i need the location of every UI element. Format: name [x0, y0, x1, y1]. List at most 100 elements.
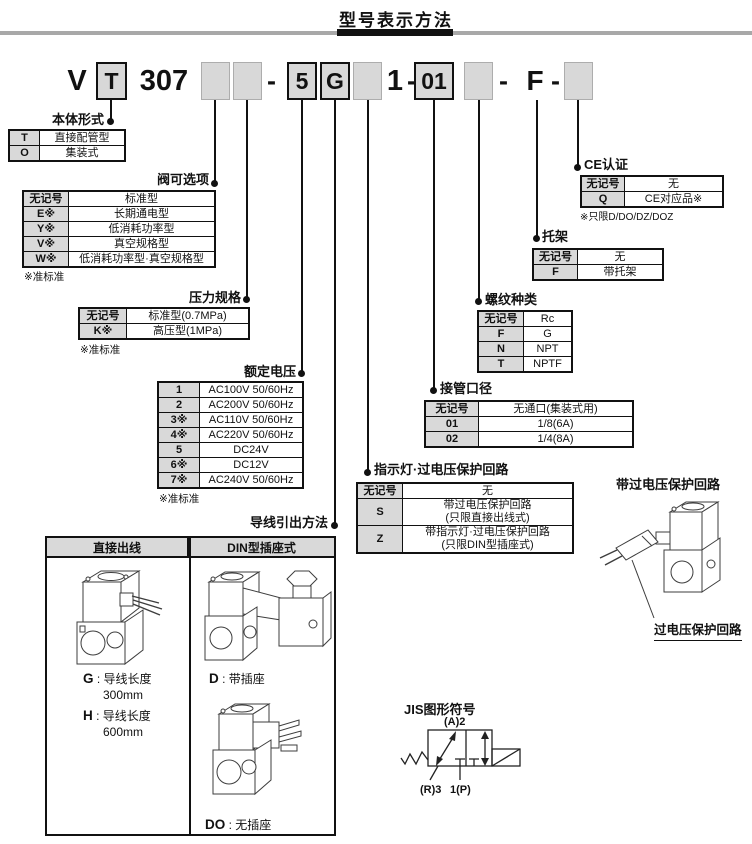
jis-valve-symbol: (A)2 (R)3 1(P): [400, 716, 521, 796]
code-cell: 7※: [159, 473, 200, 487]
connector-dot: [298, 370, 305, 377]
code-cell: T: [10, 131, 40, 145]
column-header-din-socket: DIN型插座式: [189, 538, 334, 558]
description-cell: 无: [614, 250, 626, 263]
model-dash: -: [551, 65, 560, 96]
connector-dot: [211, 180, 218, 187]
description-cell: Rc: [540, 312, 555, 325]
connector-line: [577, 100, 579, 168]
connector-line: [301, 100, 303, 374]
description-cell: 低消耗功率型·真空规格型: [79, 252, 204, 265]
table-row: 无记号无: [582, 177, 722, 191]
table-row: 3※AC110V 50/60Hz: [159, 412, 302, 427]
connector-dot: [475, 298, 482, 305]
code-cell: Q: [582, 192, 625, 206]
table-row: 无记号标准型(0.7MPa): [80, 309, 248, 323]
model-letter-bracket: F: [526, 65, 544, 96]
table-row: 6※DC12V: [159, 457, 302, 472]
label-thread: 螺纹种类: [485, 292, 538, 307]
code-do: DO: [205, 817, 226, 832]
code-cell: 无记号: [479, 312, 524, 326]
connector-line: [334, 100, 336, 526]
note-semi-standard: ※准标准: [159, 493, 200, 505]
table-row: T 直接配管型: [10, 131, 124, 145]
model-box-valve-option: [201, 62, 230, 100]
code-d: D: [209, 671, 219, 686]
description-cell: AC240V 50/60Hz: [208, 473, 294, 486]
description-cell: 高压型(1MPa): [152, 324, 223, 337]
code-cell: 无记号: [24, 192, 69, 206]
code-cell: 3※: [159, 413, 200, 427]
connector-line: [110, 100, 112, 122]
lead-wire-option-h: H : 导线长度: [83, 707, 151, 724]
code-cell: E※: [24, 207, 69, 221]
table-row: 4※AC220V 50/60Hz: [159, 427, 302, 442]
code-cell: 无记号: [582, 177, 625, 191]
code-cell: 无记号: [534, 250, 578, 264]
connector-dot: [331, 522, 338, 529]
description-cell: G: [543, 327, 552, 340]
lead-wire-length-600: 600mm: [103, 725, 144, 739]
table-row: 无记号 无通口(集装式用): [426, 402, 632, 416]
description-cell: 真空规格型: [114, 237, 169, 250]
valve-illustration-do-no-socket: [212, 703, 302, 796]
jis-port-p-label: 1(P): [450, 784, 471, 796]
code-h: H: [83, 708, 93, 723]
connector-line: [433, 100, 435, 391]
label-indicator: 指示灯·过电压保护回路: [374, 462, 509, 477]
overvoltage-callout: 过电压保护回路: [654, 619, 742, 641]
table-row: 5 DC24V: [159, 442, 302, 457]
code-cell: 无记号: [358, 484, 403, 498]
model-box-indicator: [353, 62, 382, 100]
connector-line: [478, 100, 480, 302]
page-title: 型号表示方法: [339, 11, 453, 30]
pressure-table: 无记号标准型(0.7MPa)K※ 高压型(1MPa): [78, 307, 250, 340]
description-cell: 1/4(8A): [537, 432, 574, 445]
table-row: 无记号 无: [358, 484, 572, 498]
jis-port-r-label: (R)3: [420, 784, 441, 796]
description-cell: DC24V: [233, 443, 269, 456]
jis-symbol-title: JIS图形符号: [404, 702, 476, 717]
connector-dot: [574, 164, 581, 171]
table-row: 无记号 无: [534, 250, 662, 264]
description-cell: 直接配管型: [54, 131, 110, 144]
description-cell: CE对应品※: [644, 192, 703, 205]
code-cell: K※: [80, 324, 127, 338]
lead-wire-option-g-text: : 导线长度: [93, 672, 152, 686]
description-cell: 无: [482, 484, 493, 497]
code-cell: V※: [24, 237, 69, 251]
code-cell: 01: [426, 417, 479, 431]
code-cell: 无记号: [426, 402, 479, 416]
code-cell: O: [10, 146, 40, 160]
description-cell: NPTF: [533, 357, 562, 370]
description-cell: NPT: [536, 342, 559, 355]
label-bracket: 托架: [542, 229, 569, 244]
code-cell: 5: [159, 443, 200, 457]
note-semi-standard: ※准标准: [24, 271, 65, 283]
code-cell: Z: [358, 526, 403, 552]
header-rule-black: [337, 29, 453, 36]
model-dash: -: [267, 65, 276, 96]
table-row: W※低消耗功率型·真空规格型: [24, 251, 214, 266]
code-cell: 4※: [159, 428, 200, 442]
code-cell: Y※: [24, 222, 69, 236]
table-row: V※ 真空规格型: [24, 236, 214, 251]
jis-port-a-label: (A)2: [444, 716, 465, 728]
connector-dot: [107, 118, 114, 125]
valve-illustration-overvoltage: [599, 501, 721, 619]
description-cell: 无通口(集装式用): [513, 402, 598, 415]
connector-line: [246, 100, 248, 300]
